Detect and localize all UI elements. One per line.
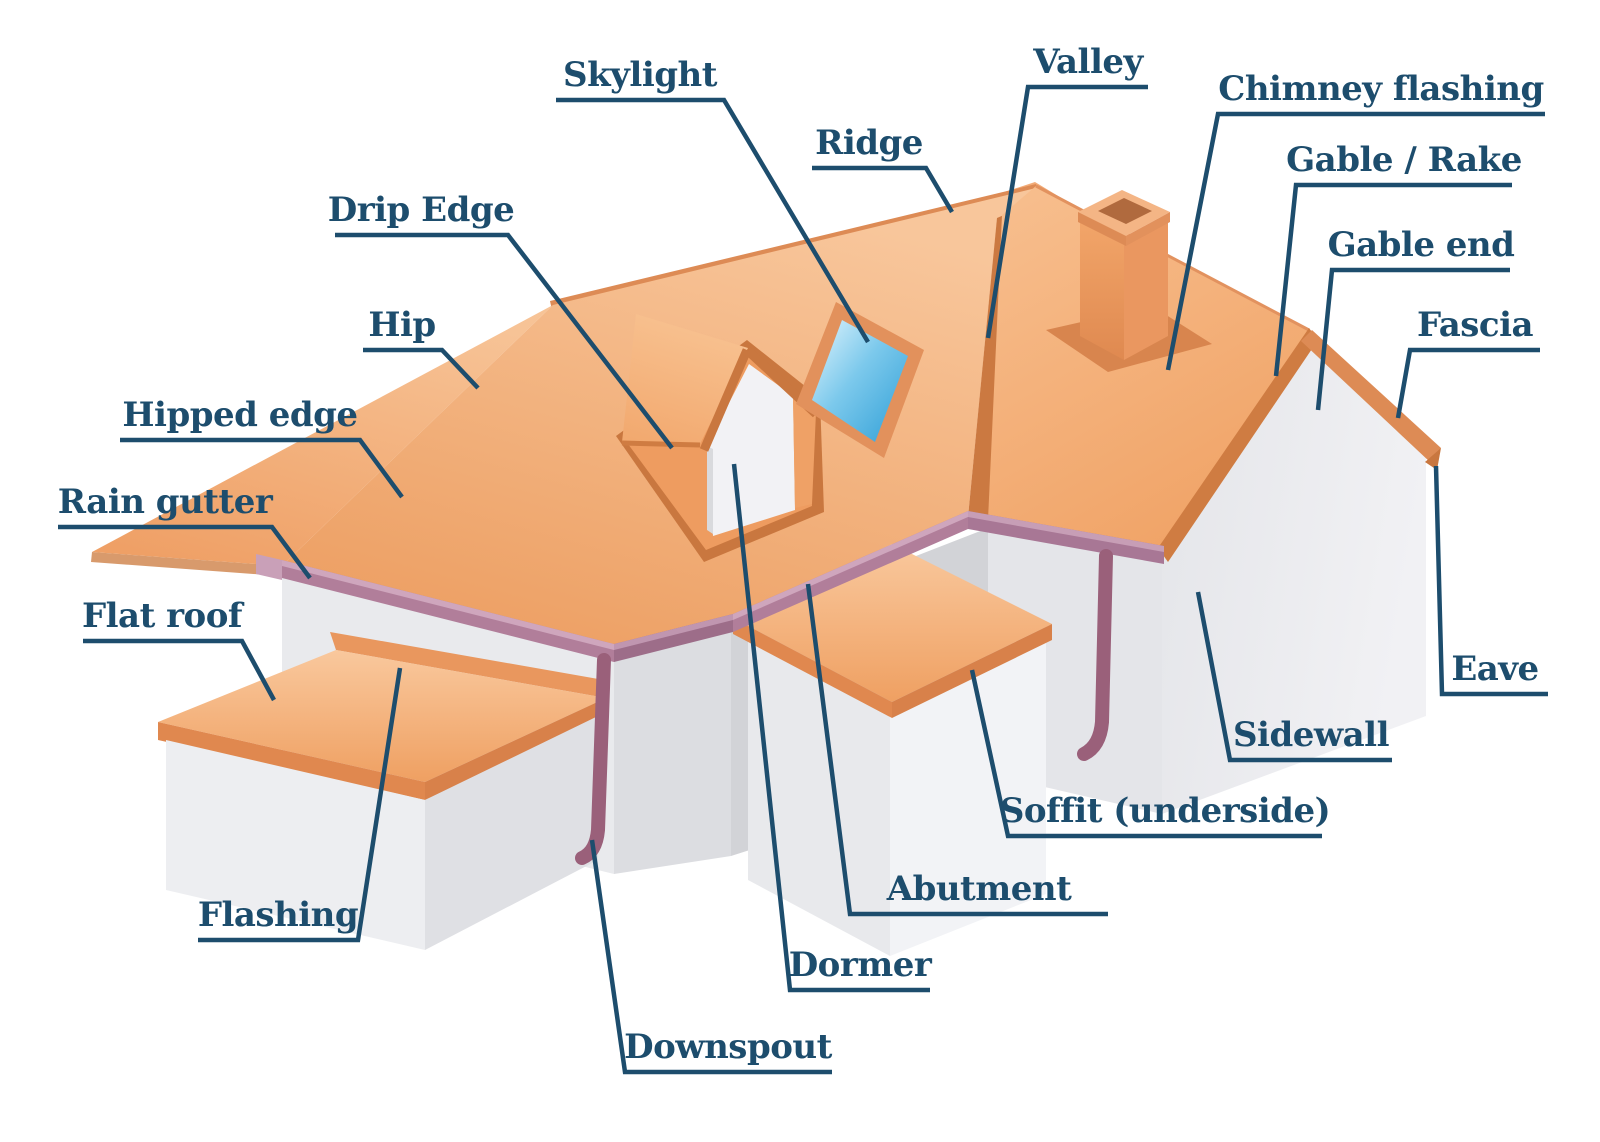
label-eave: Eave xyxy=(1451,649,1538,689)
flat-roof-edge-left xyxy=(158,722,425,800)
label-dormer: Dormer xyxy=(789,945,933,985)
dormer-right-cheek xyxy=(793,396,816,508)
label-fascia: Fascia xyxy=(1417,305,1534,345)
flat-roof-extension xyxy=(158,632,606,950)
leader-rain-gutter xyxy=(58,524,312,580)
label-hip: Hip xyxy=(368,305,435,345)
abutment-roof-edge-left xyxy=(733,618,892,718)
flat-roof-edge-right xyxy=(425,698,606,800)
gutter-courtyard-top xyxy=(733,511,968,620)
leader-gable-rake xyxy=(1273,182,1512,377)
chimney-cap-edge-right xyxy=(1126,212,1170,246)
chimney-flue-opening xyxy=(1098,198,1152,224)
label-ridge: Ridge xyxy=(815,123,923,163)
leader-lines xyxy=(58,84,1548,1075)
leader-skylight xyxy=(556,97,870,344)
leader-hip xyxy=(363,347,480,390)
cross-wing-roof-slope xyxy=(988,186,1309,552)
leader-chimney-flashing xyxy=(1165,111,1545,371)
downspout-right xyxy=(1077,549,1113,761)
label-chimney-flashing: Chimney flashing xyxy=(1218,69,1543,109)
abutment-wall-right xyxy=(890,640,1046,956)
chimney xyxy=(1046,190,1212,372)
gutter-front-top xyxy=(282,560,614,650)
hip-face xyxy=(92,305,553,566)
label-gable-rake: Gable / Rake xyxy=(1286,140,1522,180)
dormer-roof-left-slope xyxy=(622,314,748,444)
flat-roof-wall-left xyxy=(166,740,425,950)
leader-downspout xyxy=(589,839,832,1075)
leader-hipped-edge xyxy=(120,437,404,499)
label-gable-end: Gable end xyxy=(1328,225,1515,265)
gutter-notch-top xyxy=(614,614,733,650)
dormer-front-wall xyxy=(707,364,795,536)
abutment-wall-left xyxy=(748,640,890,956)
skylight xyxy=(796,302,924,458)
dormer-drip-edge xyxy=(621,440,701,448)
skylight-glass xyxy=(812,320,908,442)
flashing-upstand xyxy=(330,632,606,698)
leader-flashing xyxy=(198,667,403,943)
gutter-end-cap xyxy=(256,554,282,580)
dormer-side-wall xyxy=(707,446,713,534)
label-drip-edge: Drip Edge xyxy=(328,190,515,230)
label-sidewall: Sidewall xyxy=(1233,715,1390,755)
gable-end-wall xyxy=(1162,336,1426,814)
leader-fascia xyxy=(1395,347,1540,419)
label-abutment: Abutment xyxy=(886,869,1072,909)
leader-flat-roof xyxy=(83,638,276,702)
gutter-cross-wing-top xyxy=(968,511,1164,552)
leader-ridge xyxy=(812,165,954,214)
near-rake-trim xyxy=(1158,328,1318,562)
label-soffit: Soffit (underside) xyxy=(1000,791,1330,831)
leader-sidewall xyxy=(1195,591,1392,763)
label-skylight: Skylight xyxy=(563,55,718,95)
label-flashing: Flashing xyxy=(198,895,358,935)
label-valley: Valley xyxy=(1032,42,1144,82)
flat-roof-wall-right xyxy=(425,716,598,950)
flat-roof-surface xyxy=(158,650,606,782)
leader-eave xyxy=(1433,465,1548,697)
courtyard-left-wall xyxy=(614,628,731,874)
label-downspout: Downspout xyxy=(624,1027,832,1067)
chimney-cap-edge-left xyxy=(1078,212,1126,246)
eave-corner xyxy=(1425,448,1441,470)
house-illustration xyxy=(91,182,1441,956)
rain-gutter xyxy=(256,511,1164,662)
labels: Skylight Ridge Valley Chimney flashing G… xyxy=(58,42,1544,1067)
label-flat-roof: Flat roof xyxy=(82,596,245,636)
leader-valley xyxy=(985,84,1148,339)
chimney-body-right xyxy=(1124,220,1168,360)
chimney-body-left xyxy=(1080,222,1124,360)
cross-ridge-line xyxy=(1035,184,1310,332)
hip-eave-trim xyxy=(91,552,282,576)
leader-drip-edge xyxy=(335,232,674,450)
dormer-rake-left xyxy=(699,348,752,452)
leader-gable-end xyxy=(1315,267,1510,411)
leader-dormer xyxy=(731,463,930,993)
dormer xyxy=(616,314,824,562)
leader-abutment xyxy=(805,583,1108,917)
label-hipped-edge: Hipped edge xyxy=(122,395,357,435)
leader-soffit xyxy=(969,669,1322,839)
fascia-rake-board xyxy=(1301,330,1441,463)
label-rain-gutter: Rain gutter xyxy=(58,482,274,522)
